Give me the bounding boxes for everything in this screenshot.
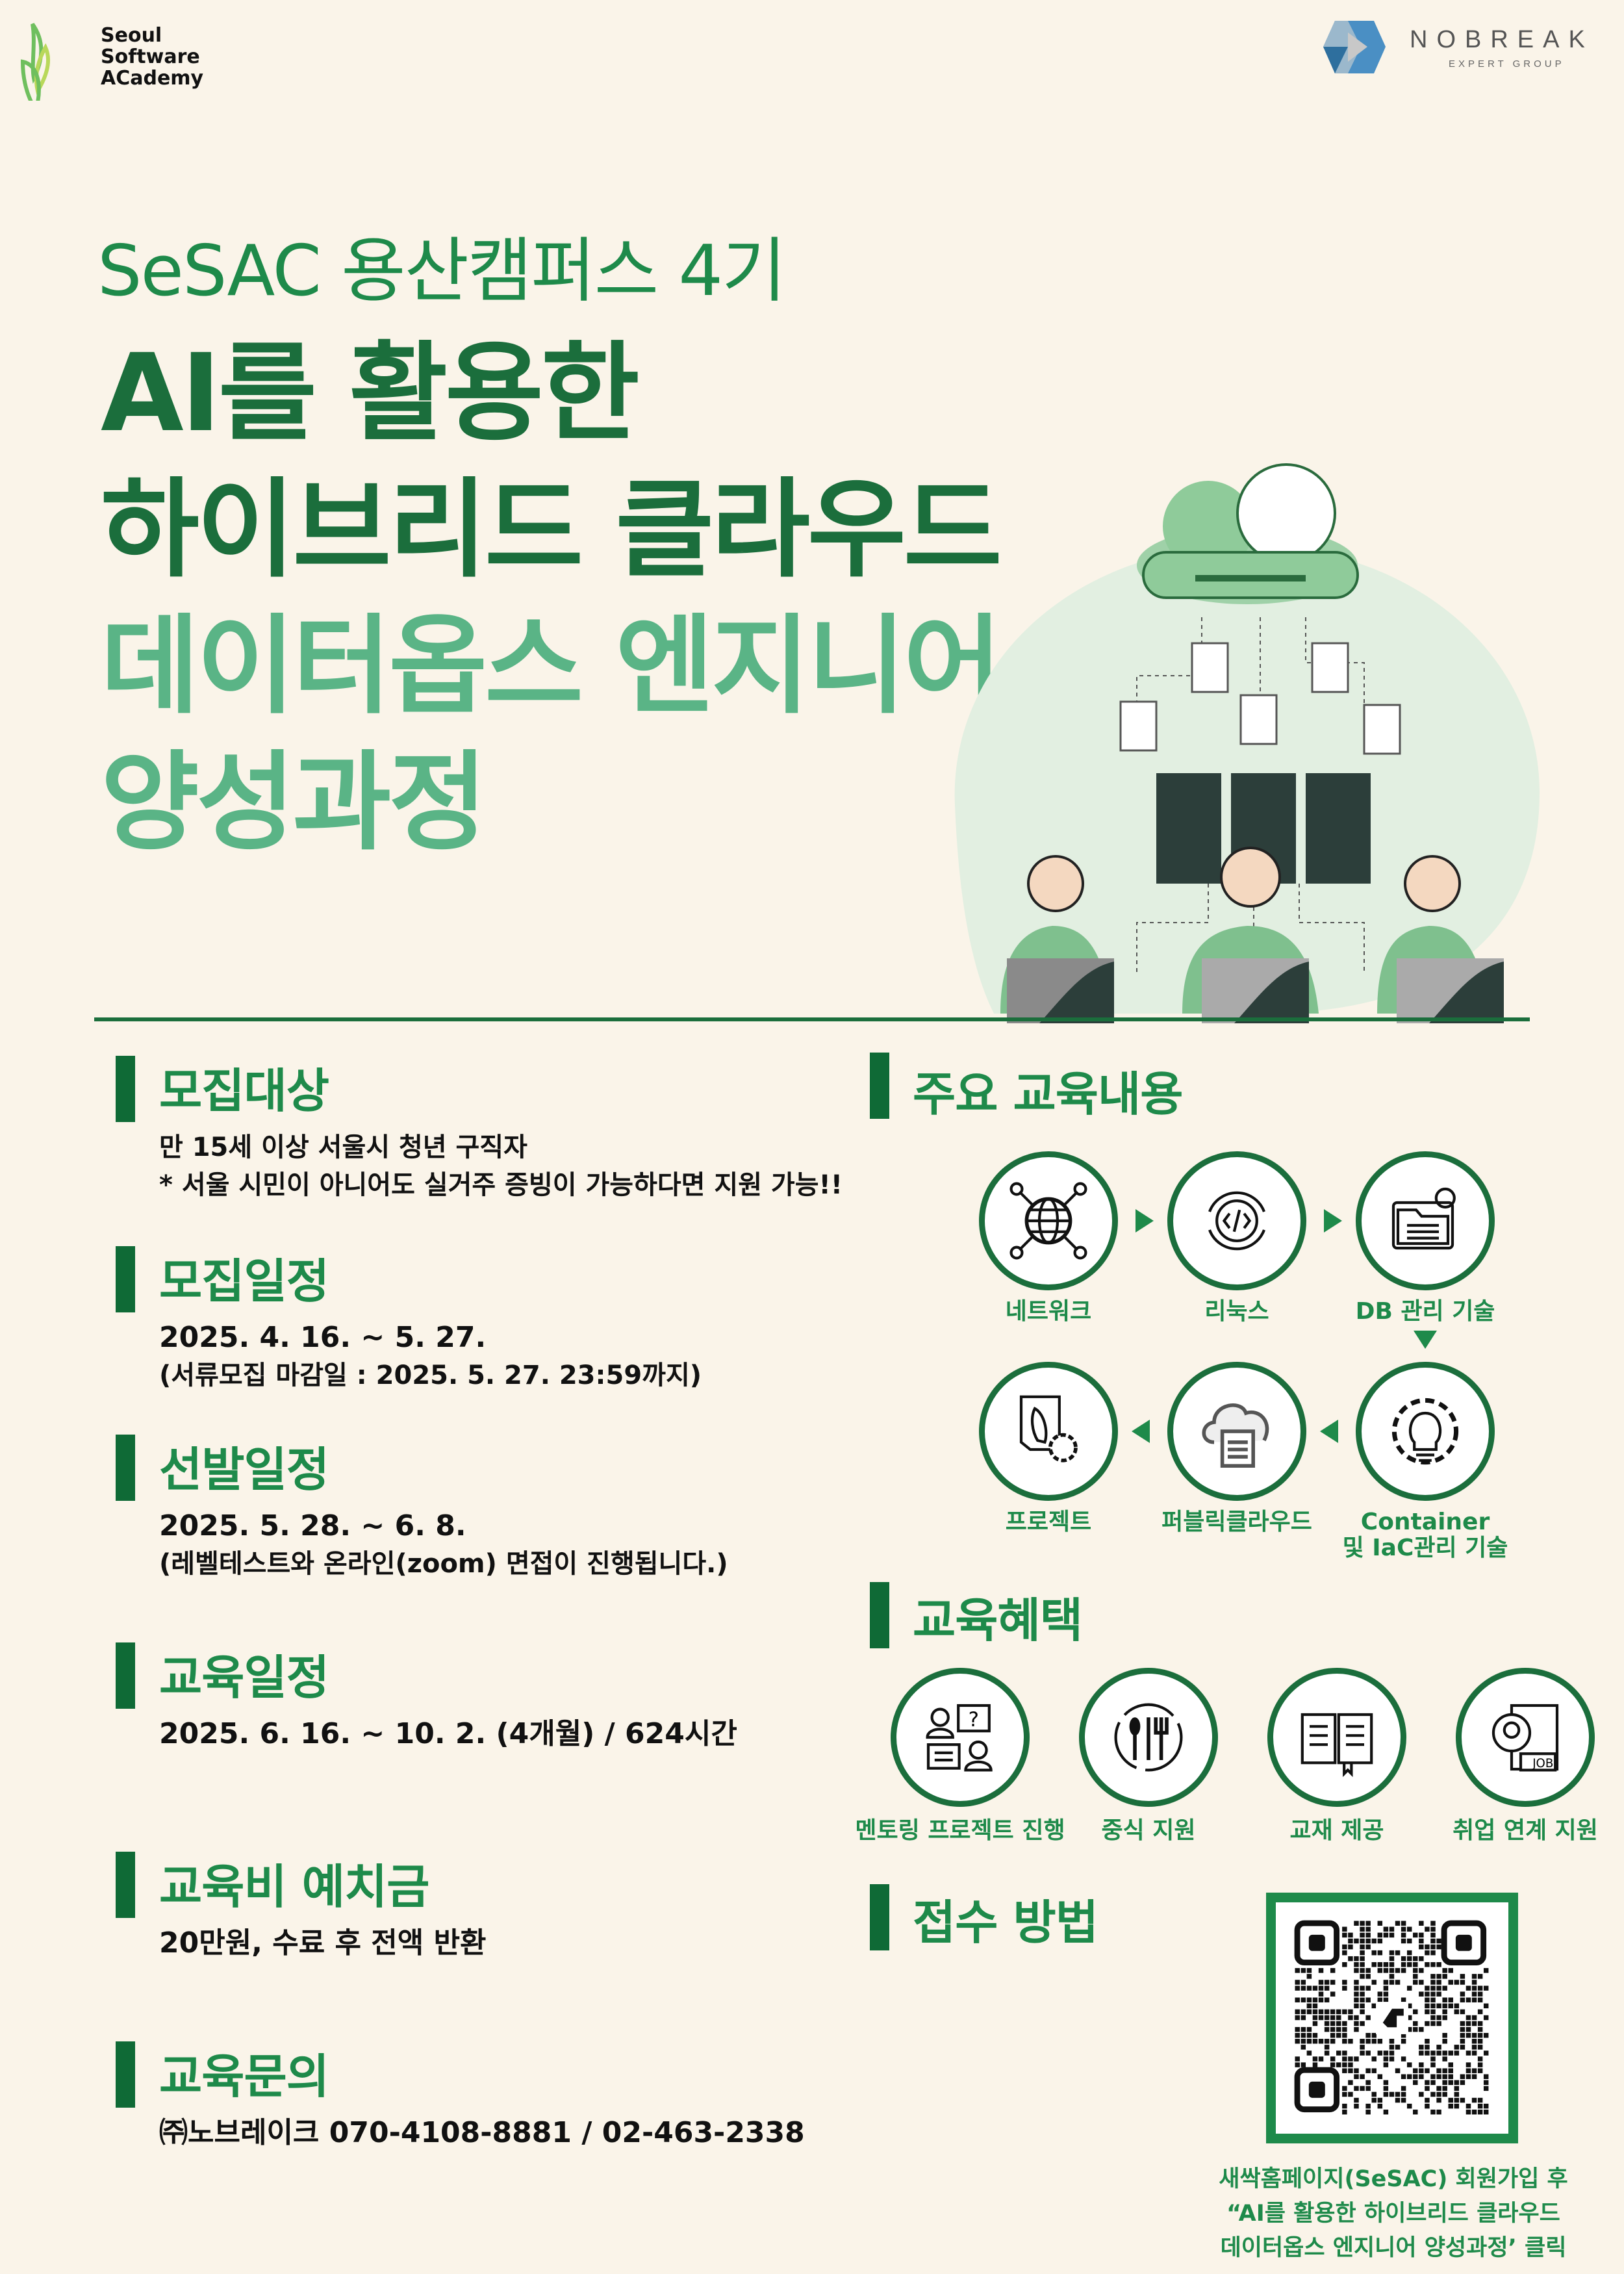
logo-line: ACademy [101, 67, 204, 90]
curriculum-label: 프로젝트 [1005, 1509, 1092, 1535]
code-cycle-circle [1167, 1151, 1306, 1290]
gear-bulb-circle [1356, 1362, 1495, 1501]
campus-title: SeSAC 용산캠퍼스 4기 [97, 231, 786, 312]
section-bar [870, 1884, 889, 1950]
section-body: 2025. 6. 16. ~ 10. 2. (4개월) / 624시간 [159, 1715, 737, 1753]
cloud-server-circle [1167, 1362, 1306, 1501]
qr-code-icon [1294, 1920, 1489, 2115]
arrow-down-icon [1414, 1331, 1437, 1349]
curriculum-label: 네트워크 [1005, 1298, 1092, 1325]
benefit-label: 교재 제공 [1289, 1817, 1384, 1844]
arrow-left-icon [1320, 1420, 1338, 1443]
qr-code[interactable] [1266, 1893, 1518, 2143]
cloud-server-icon [1202, 1403, 1269, 1468]
logo-line: Software [101, 45, 200, 68]
logo-line: Seoul [101, 24, 162, 47]
svg-text:?: ? [969, 1708, 979, 1731]
section-bar [116, 1435, 135, 1501]
title-line-3: 데이터옵스 엔지니어 [101, 604, 1002, 728]
section-heading: 모집대상 [159, 1064, 329, 1118]
mentoring-icon: ? [926, 1704, 993, 1772]
job-resume-circle: JOB [1456, 1668, 1595, 1807]
book-circle [1267, 1668, 1406, 1807]
sesac-logo-text: Seoul Software ACademy [101, 25, 203, 89]
section-body: 만 15세 이상 서울시 청년 구직자 * 서울 시민이 아니어도 실거주 증빙이… [159, 1129, 843, 1204]
benefit-label: 중식 지원 [1101, 1817, 1196, 1844]
section-line: 만 15세 이상 서울시 청년 구직자 [159, 1132, 527, 1162]
section-body: 2025. 4. 16. ~ 5. 27. (서류모집 마감일 : 2025. 5… [159, 1319, 702, 1394]
rocket-document-icon [1019, 1395, 1078, 1463]
title-line-1: AI를 활용한 [101, 331, 640, 455]
section-bar [116, 2041, 135, 2108]
section-line: 2025. 6. 16. ~ 10. 2. (4개월) / 624시간 [159, 1717, 737, 1750]
arrow-right-icon [1136, 1209, 1154, 1233]
nobreak-logo-icon [1323, 21, 1386, 73]
apply-heading: 접수 방법 [913, 1895, 1098, 1950]
section-line: 2025. 4. 16. ~ 5. 27. [159, 1321, 487, 1354]
section-bar [870, 1053, 889, 1119]
title-line-2: 하이브리드 클라우드 [101, 467, 1002, 592]
cloud-server-illustration [954, 463, 1540, 1023]
section-line: ㈜노브레이크 070-4108-8881 / 02-463-2338 [159, 2116, 805, 2149]
arrow-right-icon [1324, 1209, 1342, 1233]
curriculum-heading: 주요 교육내용 [913, 1067, 1184, 1121]
section-heading: 교육일정 [159, 1650, 329, 1705]
curriculum-label: 리눅스 [1204, 1298, 1269, 1325]
curriculum-label: DB 관리 기술 [1355, 1298, 1495, 1325]
section-bar [116, 1246, 135, 1312]
folder-gear-icon [1391, 1187, 1456, 1250]
document-icons [1119, 642, 1401, 755]
sesac-logo-icon [20, 23, 50, 101]
cloud-icon [1137, 463, 1359, 604]
curriculum-label: 퍼블릭클라우드 [1161, 1509, 1312, 1535]
mentoring-circle: ? [891, 1668, 1030, 1807]
globe-network-icon [1009, 1182, 1087, 1260]
section-heading: 모집일정 [159, 1254, 329, 1309]
svg-text:JOB: JOB [1532, 1757, 1553, 1770]
laptop-icons [1007, 958, 1504, 1023]
nobreak-sub: EXPERT GROUP [1449, 58, 1565, 70]
section-body: 20만원, 수료 후 전액 반환 [159, 1924, 487, 1962]
meal-icon [1114, 1703, 1183, 1772]
section-heading: 선발일정 [159, 1442, 329, 1497]
rocket-document-circle [979, 1362, 1118, 1501]
nobreak-name: NOBREAK [1410, 26, 1594, 53]
title-line-4: 양성과정 [101, 740, 487, 865]
section-line: 20만원, 수료 후 전액 반환 [159, 1926, 487, 1960]
section-line: (레벨테스트와 온라인(zoom) 면접이 진행됩니다.) [159, 1549, 728, 1579]
apply-caption: 새싹홈페이지(SeSAC) 회원가입 후 “AI를 활용한 하이브리드 클라우드… [1169, 2162, 1618, 2266]
caption-line: “AI를 활용한 하이브리드 클라우드 [1226, 2201, 1560, 2227]
job-resume-icon: JOB [1491, 1704, 1559, 1772]
section-bar [116, 1852, 135, 1918]
caption-line: 데이터옵스 엔지니어 양성과정’ 클릭 [1220, 2235, 1567, 2261]
globe-network-circle [979, 1151, 1118, 1290]
section-line: * 서울 시민이 아니어도 실거주 증빙이 가능하다면 지원 가능!! [159, 1170, 843, 1200]
folder-gear-circle [1356, 1151, 1495, 1290]
label-line: Container [1360, 1509, 1490, 1535]
section-heading: 교육문의 [159, 2049, 329, 2104]
meal-circle [1079, 1668, 1218, 1807]
benefit-label: 취업 연계 지원 [1453, 1817, 1598, 1844]
section-line: (서류모집 마감일 : 2025. 5. 27. 23:59까지) [159, 1361, 702, 1390]
benefits-heading: 교육혜택 [913, 1593, 1083, 1648]
section-body: ㈜노브레이크 070-4108-8881 / 02-463-2338 [159, 2114, 805, 2152]
section-heading: 교육비 예치금 [159, 1859, 430, 1914]
gear-bulb-icon [1391, 1398, 1459, 1465]
caption-line: 새싹홈페이지(SeSAC) 회원가입 후 [1219, 2166, 1568, 2192]
divider [94, 1017, 1530, 1021]
code-cycle-icon [1208, 1191, 1265, 1251]
section-bar [870, 1582, 889, 1648]
label-line: 및 IaC관리 기술 [1342, 1535, 1508, 1561]
benefit-label: 멘토링 프로젝트 진행 [855, 1817, 1065, 1844]
section-body: 2025. 5. 28. ~ 6. 8. (레벨테스트와 온라인(zoom) 면접… [159, 1507, 728, 1583]
section-bar [116, 1056, 135, 1122]
arrow-left-icon [1132, 1420, 1150, 1443]
section-bar [116, 1642, 135, 1709]
book-icon [1300, 1713, 1373, 1778]
section-line: 2025. 5. 28. ~ 6. 8. [159, 1509, 466, 1542]
